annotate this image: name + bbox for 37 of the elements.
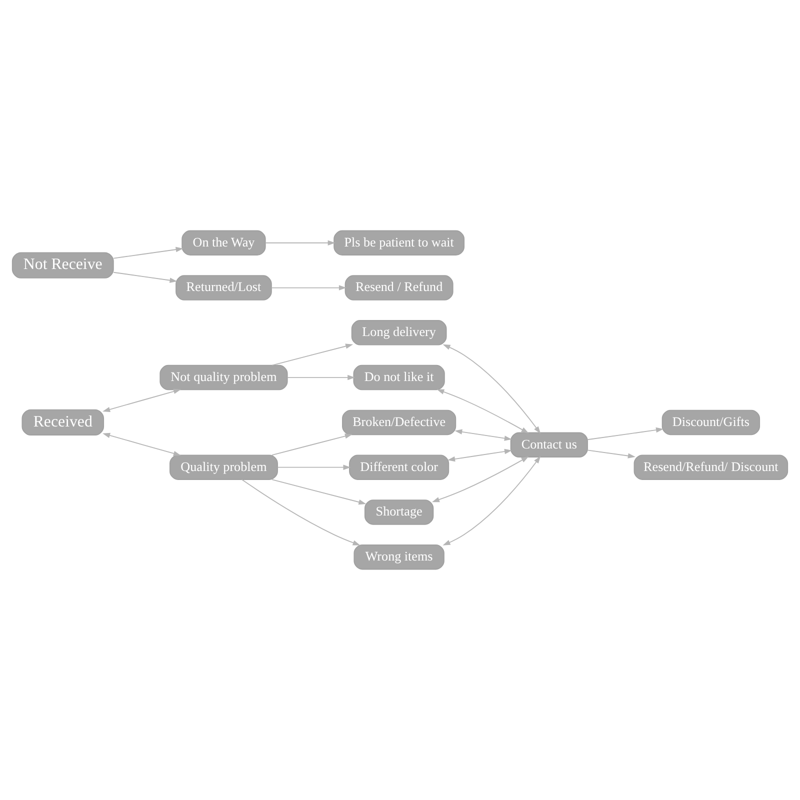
node-box: Returned/Lost — [176, 275, 272, 300]
node-box: Not quality problem — [160, 364, 288, 390]
node-box: Long delivery — [351, 320, 447, 346]
node-box: Shortage — [364, 500, 434, 525]
arrow — [587, 427, 664, 440]
arrow — [241, 479, 360, 546]
arrow — [272, 479, 366, 505]
arrow — [587, 450, 636, 458]
node-box: Not Receive — [12, 252, 114, 278]
arrow — [265, 240, 336, 246]
arrow — [442, 344, 541, 434]
node-box: Discount/Gifts — [662, 410, 760, 436]
arrow — [271, 285, 346, 290]
arrow — [432, 456, 529, 502]
node-box: Quality problem — [169, 454, 278, 480]
node-box: Do not like it — [353, 364, 445, 390]
node-box: On the Way — [182, 230, 266, 256]
node-box: Broken/Defective — [342, 410, 456, 436]
node-box: Resend/Refund/ Discount — [634, 454, 788, 480]
arrow — [442, 456, 541, 546]
node-box: Received — [22, 409, 104, 436]
arrow — [102, 388, 181, 412]
arrow — [113, 246, 184, 259]
node-box: Resend / Refund — [344, 275, 454, 300]
arrow — [436, 389, 529, 434]
arrow — [454, 429, 512, 441]
arrow — [113, 272, 178, 283]
arrow — [287, 374, 356, 380]
node-box: Different color — [349, 454, 450, 480]
arrow — [272, 344, 354, 366]
node-box: Contact us — [510, 432, 588, 458]
arrow — [272, 434, 352, 456]
node-box: Pls be patient to wait — [334, 230, 465, 256]
arrow — [102, 432, 181, 456]
node-box: Wrong items — [354, 544, 444, 570]
arrow — [277, 464, 351, 470]
arrow — [448, 448, 512, 462]
